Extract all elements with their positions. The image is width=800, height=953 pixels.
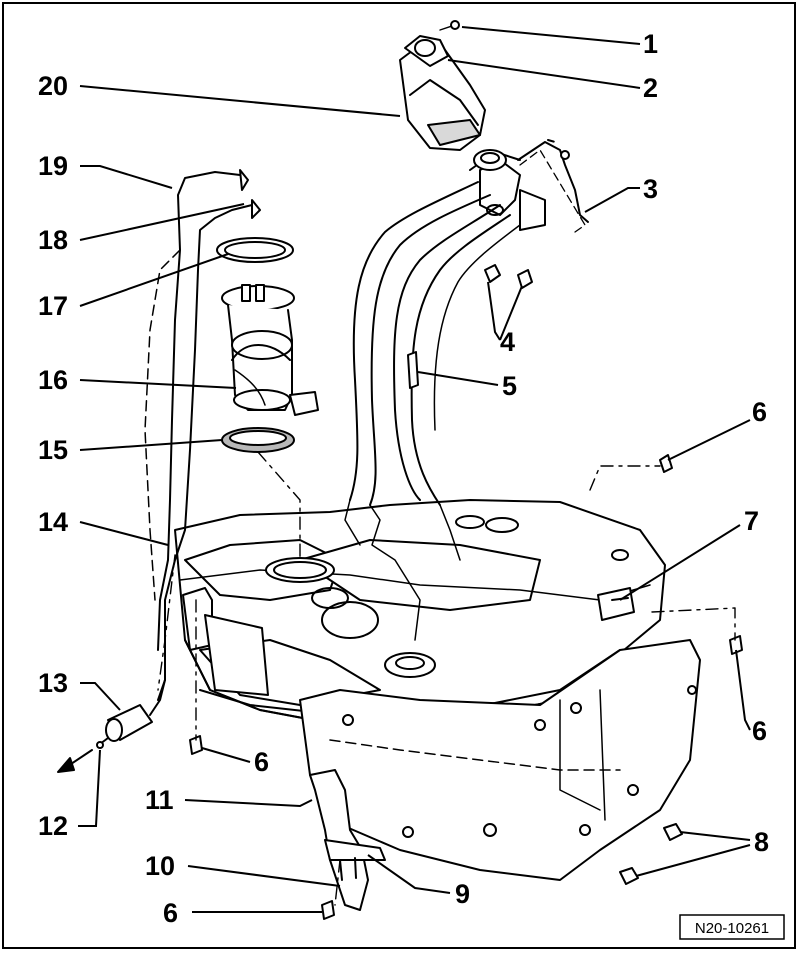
- leader-15: [79, 439, 223, 451]
- leader-5: [417, 371, 499, 386]
- leader-2: [447, 59, 641, 89]
- callout-17: 17: [38, 291, 68, 321]
- reference-code-box: N20-10261: [679, 914, 785, 940]
- leader-4b: [499, 285, 523, 341]
- leader-9: [367, 854, 451, 894]
- callout-19: 19: [38, 151, 68, 181]
- leader-6a: [667, 419, 751, 461]
- leader-7: [619, 524, 741, 601]
- leader-18: [79, 203, 245, 241]
- flow-direction-arrow: [57, 749, 93, 773]
- leader-3: [584, 187, 640, 213]
- callout-11: 11: [145, 785, 174, 815]
- leader-4a: [487, 281, 501, 341]
- callout-6-top: 6: [752, 397, 767, 427]
- callout-14: 14: [38, 507, 68, 537]
- tank-strap: [309, 769, 386, 911]
- callout-3: 3: [643, 174, 658, 204]
- locking-ring: [221, 427, 295, 453]
- fuel-lines: [144, 169, 261, 701]
- leader-16: [79, 379, 237, 389]
- callout-7: 7: [744, 506, 759, 536]
- callout-15: 15: [38, 435, 68, 465]
- callout-18: 18: [38, 225, 68, 255]
- assembly-lines: [157, 24, 736, 906]
- flange-seal: [216, 237, 294, 263]
- callout-2: 2: [643, 73, 658, 103]
- leader-17: [79, 253, 229, 307]
- bolts-6: [189, 454, 743, 920]
- fuel-pump: [221, 284, 319, 416]
- earth-strap: [517, 139, 589, 233]
- leader-10: [187, 865, 341, 887]
- nuts-8: [619, 823, 683, 885]
- callout-5: 5: [502, 371, 517, 401]
- leader-12: [78, 749, 101, 827]
- leader-11: [184, 799, 313, 808]
- filler-neck: [344, 151, 546, 641]
- fuel-tank: [174, 499, 666, 726]
- leader-14: [79, 521, 169, 546]
- leader-6c: [201, 747, 251, 763]
- callout-20: 20: [38, 71, 68, 101]
- heat-shield: [299, 639, 701, 881]
- callout-12: 12: [38, 811, 68, 841]
- leader-1: [461, 26, 641, 45]
- callout-4: 4: [500, 327, 515, 357]
- filler-flap-housing: [399, 20, 507, 171]
- callout-6-right: 6: [752, 716, 767, 746]
- leader-6b: [735, 649, 751, 731]
- leader-20: [79, 85, 401, 117]
- reference-code: N20-10261: [695, 920, 769, 937]
- leader-19: [80, 165, 173, 189]
- callout-8: 8: [754, 827, 769, 857]
- callout-6-left: 6: [254, 747, 269, 777]
- bolts-4: [484, 264, 533, 289]
- callout-labels: 1 2 3 4 5 6 6 6 6 7 8 9 10 11 12 13 14 1…: [38, 29, 769, 928]
- leader-8a: [679, 831, 751, 841]
- callout-10: 10: [145, 851, 175, 881]
- callout-16: 16: [38, 365, 68, 395]
- callout-6-bottom: 6: [163, 898, 178, 928]
- callout-13: 13: [38, 668, 68, 698]
- callout-1: 1: [643, 29, 658, 59]
- fuel-filter: [96, 679, 166, 749]
- callout-9: 9: [455, 879, 470, 909]
- leader-8b: [635, 844, 751, 877]
- leader-13: [80, 682, 121, 711]
